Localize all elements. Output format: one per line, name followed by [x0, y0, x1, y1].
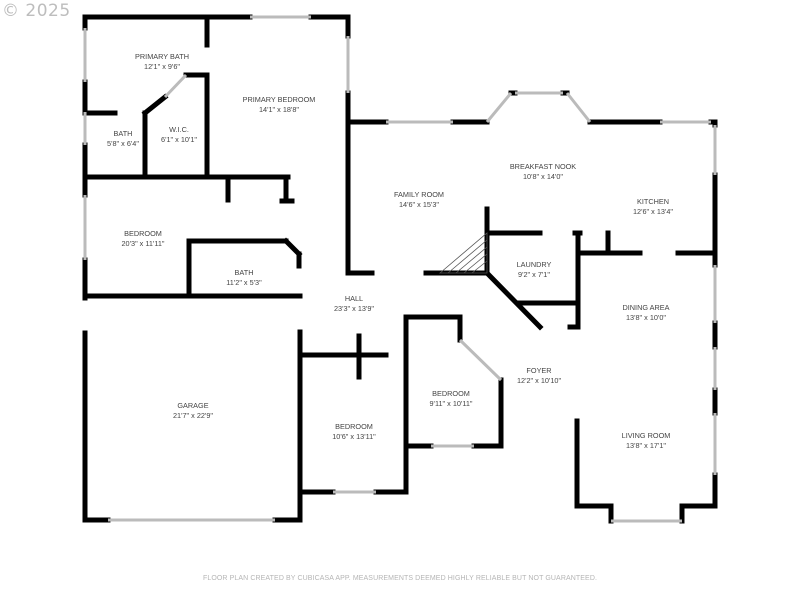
room-dimensions: 14'1" x 18'8" [258, 105, 300, 114]
room-dimensions: 23'3" x 13'9" [333, 304, 375, 313]
room-dimensions: 10'6" x 13'11" [332, 432, 376, 441]
room-dimensions: 14'6" x 15'3" [398, 200, 440, 209]
windows [83, 15, 717, 523]
room-dimensions: 10'8" x 14'0" [522, 172, 564, 181]
room-name: DINING AREA [622, 303, 670, 312]
room-name: BATH [234, 268, 254, 277]
staircase-icon [438, 232, 488, 274]
room-dimensions: 13'8" x 10'0" [625, 313, 667, 322]
room-name: BEDROOM [335, 422, 373, 431]
room-name: KITCHEN [636, 197, 670, 206]
room-dimensions: 11'2" x 5'3" [226, 278, 262, 287]
room-dimensions: 9'11" x 10'11" [429, 399, 473, 408]
room-name: BEDROOM [432, 389, 470, 398]
room-name: W.I.C. [169, 125, 189, 134]
disclaimer-text: FLOOR PLAN CREATED BY CUBICASA APP. MEAS… [202, 575, 598, 582]
walls [82, 14, 718, 524]
room-name: BATH [113, 129, 133, 138]
room-dimensions: 12'1" x 9'6" [144, 62, 180, 71]
room-name: HALL [344, 294, 364, 303]
room-name: FAMILY ROOM [393, 190, 445, 199]
room-dimensions: 12'6" x 13'4" [632, 207, 674, 216]
room-dimensions: 21'7" x 22'9" [172, 411, 214, 420]
room-name: LAUNDRY [516, 260, 552, 269]
room-name: BEDROOM [124, 229, 162, 238]
room-label: W.I.C.6'1" x 10'1" [161, 125, 197, 145]
room-dimensions: 9'2" x 7'1" [518, 270, 550, 279]
room-name: PRIMARY BATH [135, 52, 189, 61]
room-dimensions: 12'2" x 10'10" [516, 376, 562, 385]
room-name: BREAKFAST NOOK [509, 162, 577, 171]
room-name: FOYER [526, 366, 552, 375]
room-dimensions: 5'8" x 6'4" [107, 139, 139, 148]
room-dimensions: 6'1" x 10'1" [161, 135, 197, 144]
room-name: GARAGE [177, 401, 209, 410]
copyright-watermark: © 2025 [2, 1, 71, 21]
room-dimensions: 13'8" x 17'1" [625, 441, 667, 450]
room-name: LIVING ROOM [621, 431, 671, 440]
room-name: PRIMARY BEDROOM [242, 95, 316, 104]
room-dimensions: 20'3" x 11'11" [121, 239, 165, 248]
